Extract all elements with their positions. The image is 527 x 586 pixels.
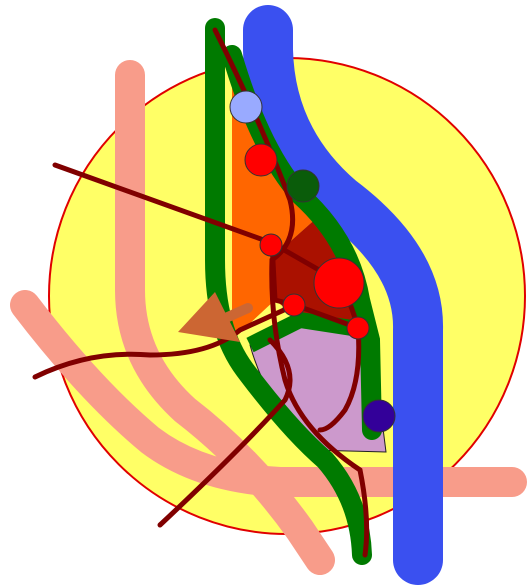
node-red-small-3 (347, 317, 369, 339)
node-dark-green (287, 170, 319, 202)
node-indigo (363, 400, 395, 432)
node-red-upper (245, 144, 277, 176)
node-light-blue (230, 91, 262, 123)
node-red-small-1 (260, 234, 282, 256)
node-red-large (314, 258, 364, 308)
node-red-small-2 (283, 294, 305, 316)
